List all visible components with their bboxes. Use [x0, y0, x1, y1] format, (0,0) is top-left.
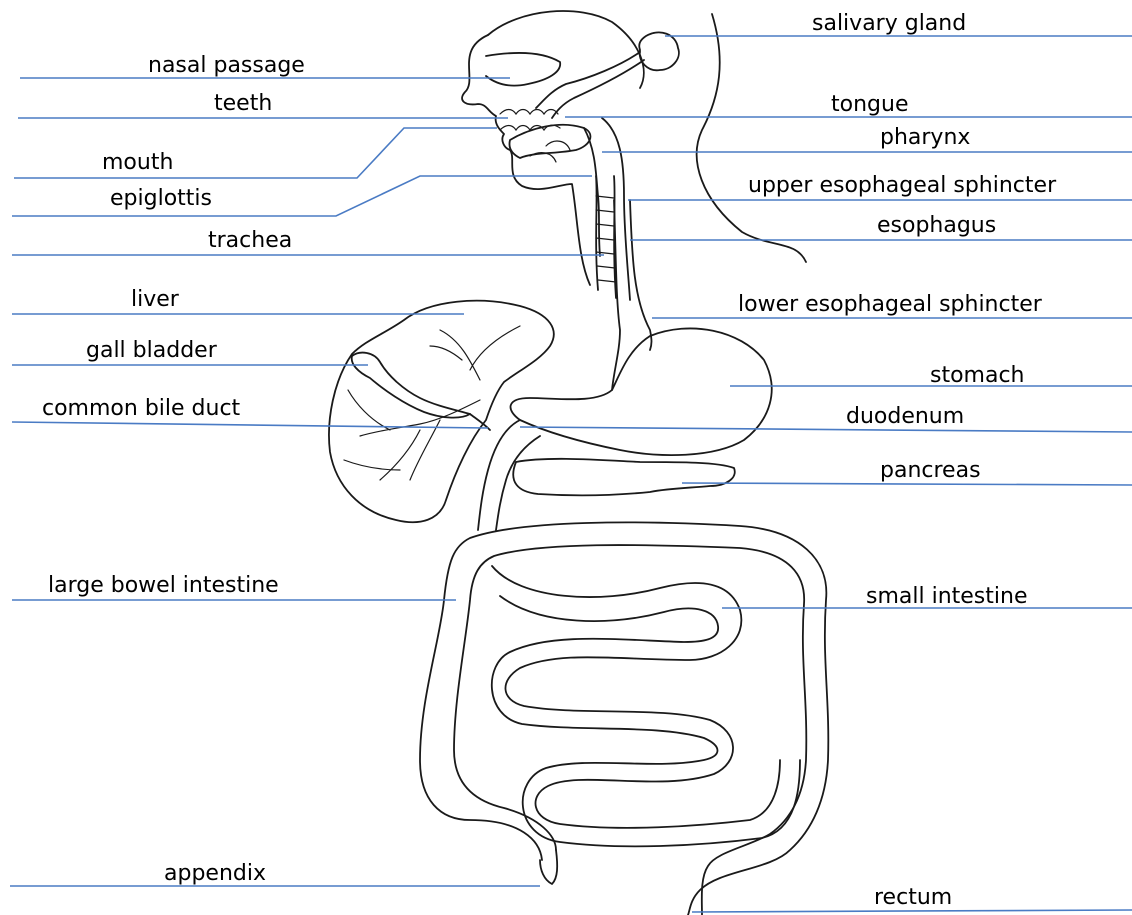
duodenum-shape: [478, 420, 540, 530]
labels: salivary gland nasal passage teeth tongu…: [42, 11, 1057, 910]
neck-back-outline: [697, 14, 806, 262]
leader-line-rectum: [692, 910, 1132, 912]
large-intestine-shape: [420, 522, 828, 915]
label-esophagus: esophagus: [877, 213, 996, 238]
label-mouth: mouth: [102, 150, 173, 175]
label-salivary-gland: salivary gland: [812, 11, 966, 36]
upper-teeth: [500, 110, 558, 115]
esophagus-right: [630, 200, 652, 350]
salivary-duct-inner: [552, 60, 644, 118]
label-common-bile-duct: common bile duct: [42, 396, 241, 421]
head-outline: [462, 35, 590, 285]
anatomy-illustration: [329, 11, 828, 915]
pancreas-shape: [513, 459, 735, 495]
label-trachea: trachea: [208, 228, 292, 253]
leader-line-epiglottis: [12, 176, 592, 216]
label-tongue: tongue: [831, 92, 908, 117]
leader-line-duodenum: [520, 427, 1132, 432]
skull-outline: [488, 11, 644, 88]
appendix-shape: [540, 850, 557, 884]
tongue-shape: [509, 125, 590, 158]
label-gall-bladder: gall bladder: [86, 338, 218, 363]
label-stomach: stomach: [930, 363, 1025, 388]
label-lower-esophageal-sphincter: lower esophageal sphincter: [738, 292, 1043, 317]
label-pharynx: pharynx: [880, 125, 970, 150]
label-rectum: rectum: [874, 885, 952, 910]
label-small-intestine: small intestine: [866, 584, 1028, 609]
label-liver: liver: [131, 287, 180, 312]
leader-line-pancreas: [682, 483, 1132, 485]
label-teeth: teeth: [214, 91, 272, 116]
leader-line-mouth: [14, 128, 497, 178]
label-nasal-passage: nasal passage: [148, 53, 305, 78]
label-duodenum: duodenum: [846, 404, 964, 429]
label-epiglottis: epiglottis: [110, 186, 212, 211]
gall-bladder-shape: [352, 353, 470, 418]
label-upper-esophageal-sphincter: upper esophageal sphincter: [748, 173, 1057, 198]
salivary-gland-shape: [639, 32, 679, 70]
label-large-bowel-intestine: large bowel intestine: [48, 573, 279, 598]
label-appendix: appendix: [164, 861, 266, 886]
salivary-duct: [536, 52, 640, 108]
pharynx-front: [584, 128, 600, 256]
nasal-passage-outline: [486, 53, 560, 86]
label-pancreas: pancreas: [880, 458, 981, 483]
